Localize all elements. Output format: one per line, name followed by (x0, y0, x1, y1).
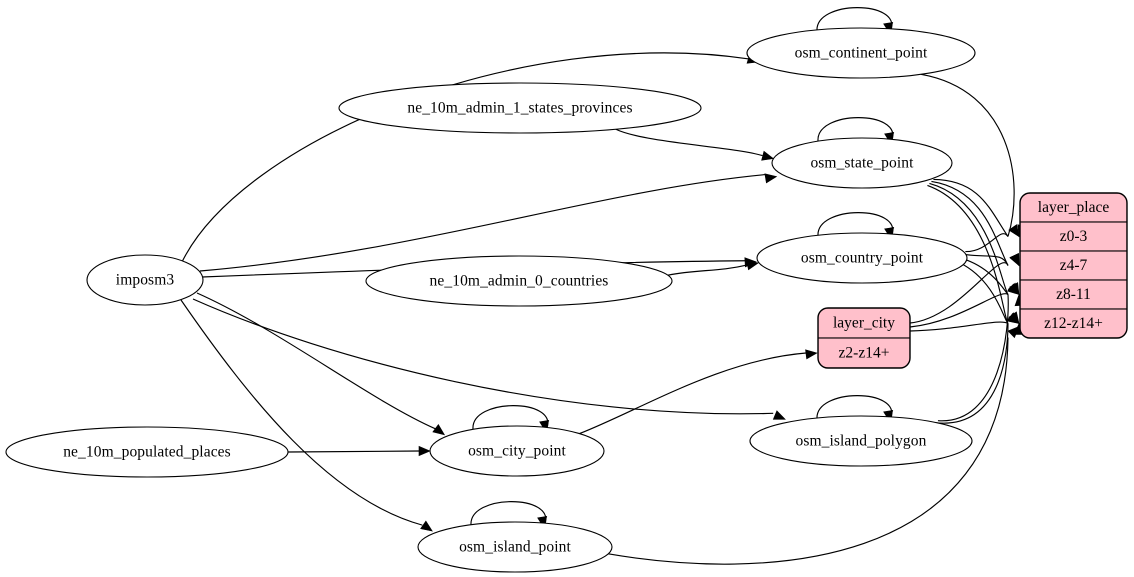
node-osm_country_point[interactable]: osm_country_point (756, 232, 968, 284)
record-outline-layer_city (817, 307, 911, 369)
node-ne_countries[interactable]: ne_10m_admin_0_countries (365, 255, 673, 307)
edge-osm_state_point-z4-7 (931, 180, 1009, 266)
node-ne_places[interactable]: ne_10m_populated_places (5, 426, 289, 478)
edge-arrowhead (1006, 312, 1020, 324)
node-shape-osm_country_point (756, 232, 968, 284)
edge-osm_city_point-layer_city (579, 352, 807, 435)
edge-ne_places-osm_city_point (287, 450, 420, 453)
edge-imposm3-osm_city_point (196, 292, 436, 430)
edge-arrowhead (1008, 224, 1020, 238)
record-row-label-layer_place-4: z12-z14+ (1044, 315, 1103, 332)
edge-osm_island_polygon-z8-11 (937, 294, 1009, 422)
edges-layer (180, 7, 1028, 565)
node-osm_city_point[interactable]: osm_city_point (429, 425, 605, 477)
edge-imposm3-osm_island_point (180, 299, 423, 526)
edge-osm_island_point-z12-z14+ (608, 337, 1009, 565)
node-shape-osm_city_point (429, 425, 605, 477)
node-shape-ne_states (338, 82, 702, 134)
edge-ne_states-osm_state_point (615, 128, 763, 157)
record-outline-layer_place (1019, 192, 1128, 339)
node-imposm3[interactable]: imposm3 (86, 254, 204, 306)
record-row-label-layer_city-0: layer_city (833, 315, 895, 332)
record-row-label-layer_city-1: z2-z14+ (839, 345, 890, 362)
node-osm_island_point[interactable]: osm_island_point (417, 521, 613, 573)
node-label-osm_state_point: osm_state_point (810, 155, 914, 172)
node-osm_island_polygon[interactable]: osm_island_polygon (749, 415, 973, 467)
edge-arrowhead (761, 150, 775, 161)
edge-arrowhead (420, 520, 433, 532)
record-layer_city[interactable]: layer_city z2-z14+ (817, 307, 911, 369)
edge-osm_country_point-z12-z14+ (959, 262, 1009, 324)
edge-layer_city-z4-7 (909, 262, 1009, 324)
node-label-osm_island_polygon: osm_island_polygon (796, 433, 927, 450)
edge-arrowhead (432, 423, 446, 436)
record-row-layer_city-1[interactable] (818, 337, 910, 368)
edge-self-loop-osm_island_polygon (816, 395, 893, 420)
edge-arrowhead (764, 173, 778, 184)
edge-osm_continent_point-z0-3 (920, 73, 1015, 237)
edge-osm_state_point-z12-z14+ (927, 184, 1009, 324)
record-layer_place[interactable]: layer_place z0-3 z4-7 z8-11 z12-z14+ (1019, 192, 1128, 339)
node-label-osm_continent_point: osm_continent_point (795, 45, 928, 62)
record-row-label-layer_place-0: layer_place (1038, 199, 1110, 216)
edge-layer_city-z8-11 (909, 293, 1009, 328)
record-row-label-layer_place-1: z0-3 (1060, 228, 1088, 245)
node-label-ne_places: ne_10m_populated_places (63, 444, 231, 461)
edge-osm_country_point-z0-3 (965, 233, 1009, 253)
edge-self-loop-osm_island_point (470, 501, 547, 526)
record-row-label-layer_place-2: z4-7 (1060, 257, 1088, 274)
edge-self-loop-osm_continent_point (816, 7, 893, 32)
node-osm_continent_point[interactable]: osm_continent_point (746, 27, 976, 79)
node-shape-ne_places (5, 426, 289, 478)
node-shape-osm_island_polygon (749, 415, 973, 467)
edge-self-loop-osm_state_point (817, 117, 894, 142)
edge-osm_state_point-z0-3 (933, 178, 1009, 237)
node-shape-imposm3 (86, 254, 204, 306)
edge-arrowhead (746, 260, 760, 271)
node-label-ne_states: ne_10m_admin_1_states_provinces (407, 100, 632, 117)
node-label-ne_countries: ne_10m_admin_0_countries (430, 273, 609, 290)
edge-arrowhead (1007, 283, 1020, 295)
edge-arrowhead (805, 349, 818, 360)
edge-arrowhead (1007, 325, 1020, 339)
edge-osm_country_point-z8-11 (962, 258, 1009, 295)
record-row-label-layer_place-3: z8-11 (1056, 286, 1091, 303)
record-row-layer_place-4[interactable] (1020, 308, 1127, 338)
node-osm_state_point[interactable]: osm_state_point (771, 137, 953, 189)
edge-arrowhead (418, 445, 431, 457)
edge-ne_countries-osm_country_point (667, 264, 748, 276)
node-label-osm_island_point: osm_island_point (459, 539, 571, 556)
edge-self-loop-osm_city_point (472, 405, 549, 430)
node-shape-osm_island_point (417, 521, 613, 573)
node-label-osm_city_point: osm_city_point (468, 443, 566, 460)
node-shape-osm_state_point (771, 137, 953, 189)
edge-imposm3-osm_island_polygon (192, 298, 774, 415)
edge-osm_island_polygon-z12-z14+ (934, 323, 1009, 424)
node-label-imposm3: imposm3 (116, 272, 175, 289)
edge-osm_state_point-z8-11 (929, 182, 1009, 295)
nodes-layer: imposm3 ne_10m_admin_1_states_provincesne… (5, 27, 976, 573)
node-label-osm_country_point: osm_country_point (801, 250, 924, 267)
edge-arrowhead (1009, 253, 1020, 267)
edge-arrowhead (772, 410, 786, 420)
node-shape-osm_continent_point (746, 27, 976, 79)
edge-layer_city-z12-z14+ (909, 321, 1009, 332)
edge-self-loop-osm_country_point (817, 212, 894, 237)
records-layer: layer_place z0-3 z4-7 z8-11 z12-z14+ layer_ci… (817, 192, 1128, 369)
record-row-layer_place-1[interactable] (1020, 221, 1127, 252)
edge-imposm3-osm_state_point (199, 174, 766, 272)
node-ne_states[interactable]: ne_10m_admin_1_states_provinces (338, 82, 702, 134)
node-shape-ne_countries (365, 255, 673, 307)
